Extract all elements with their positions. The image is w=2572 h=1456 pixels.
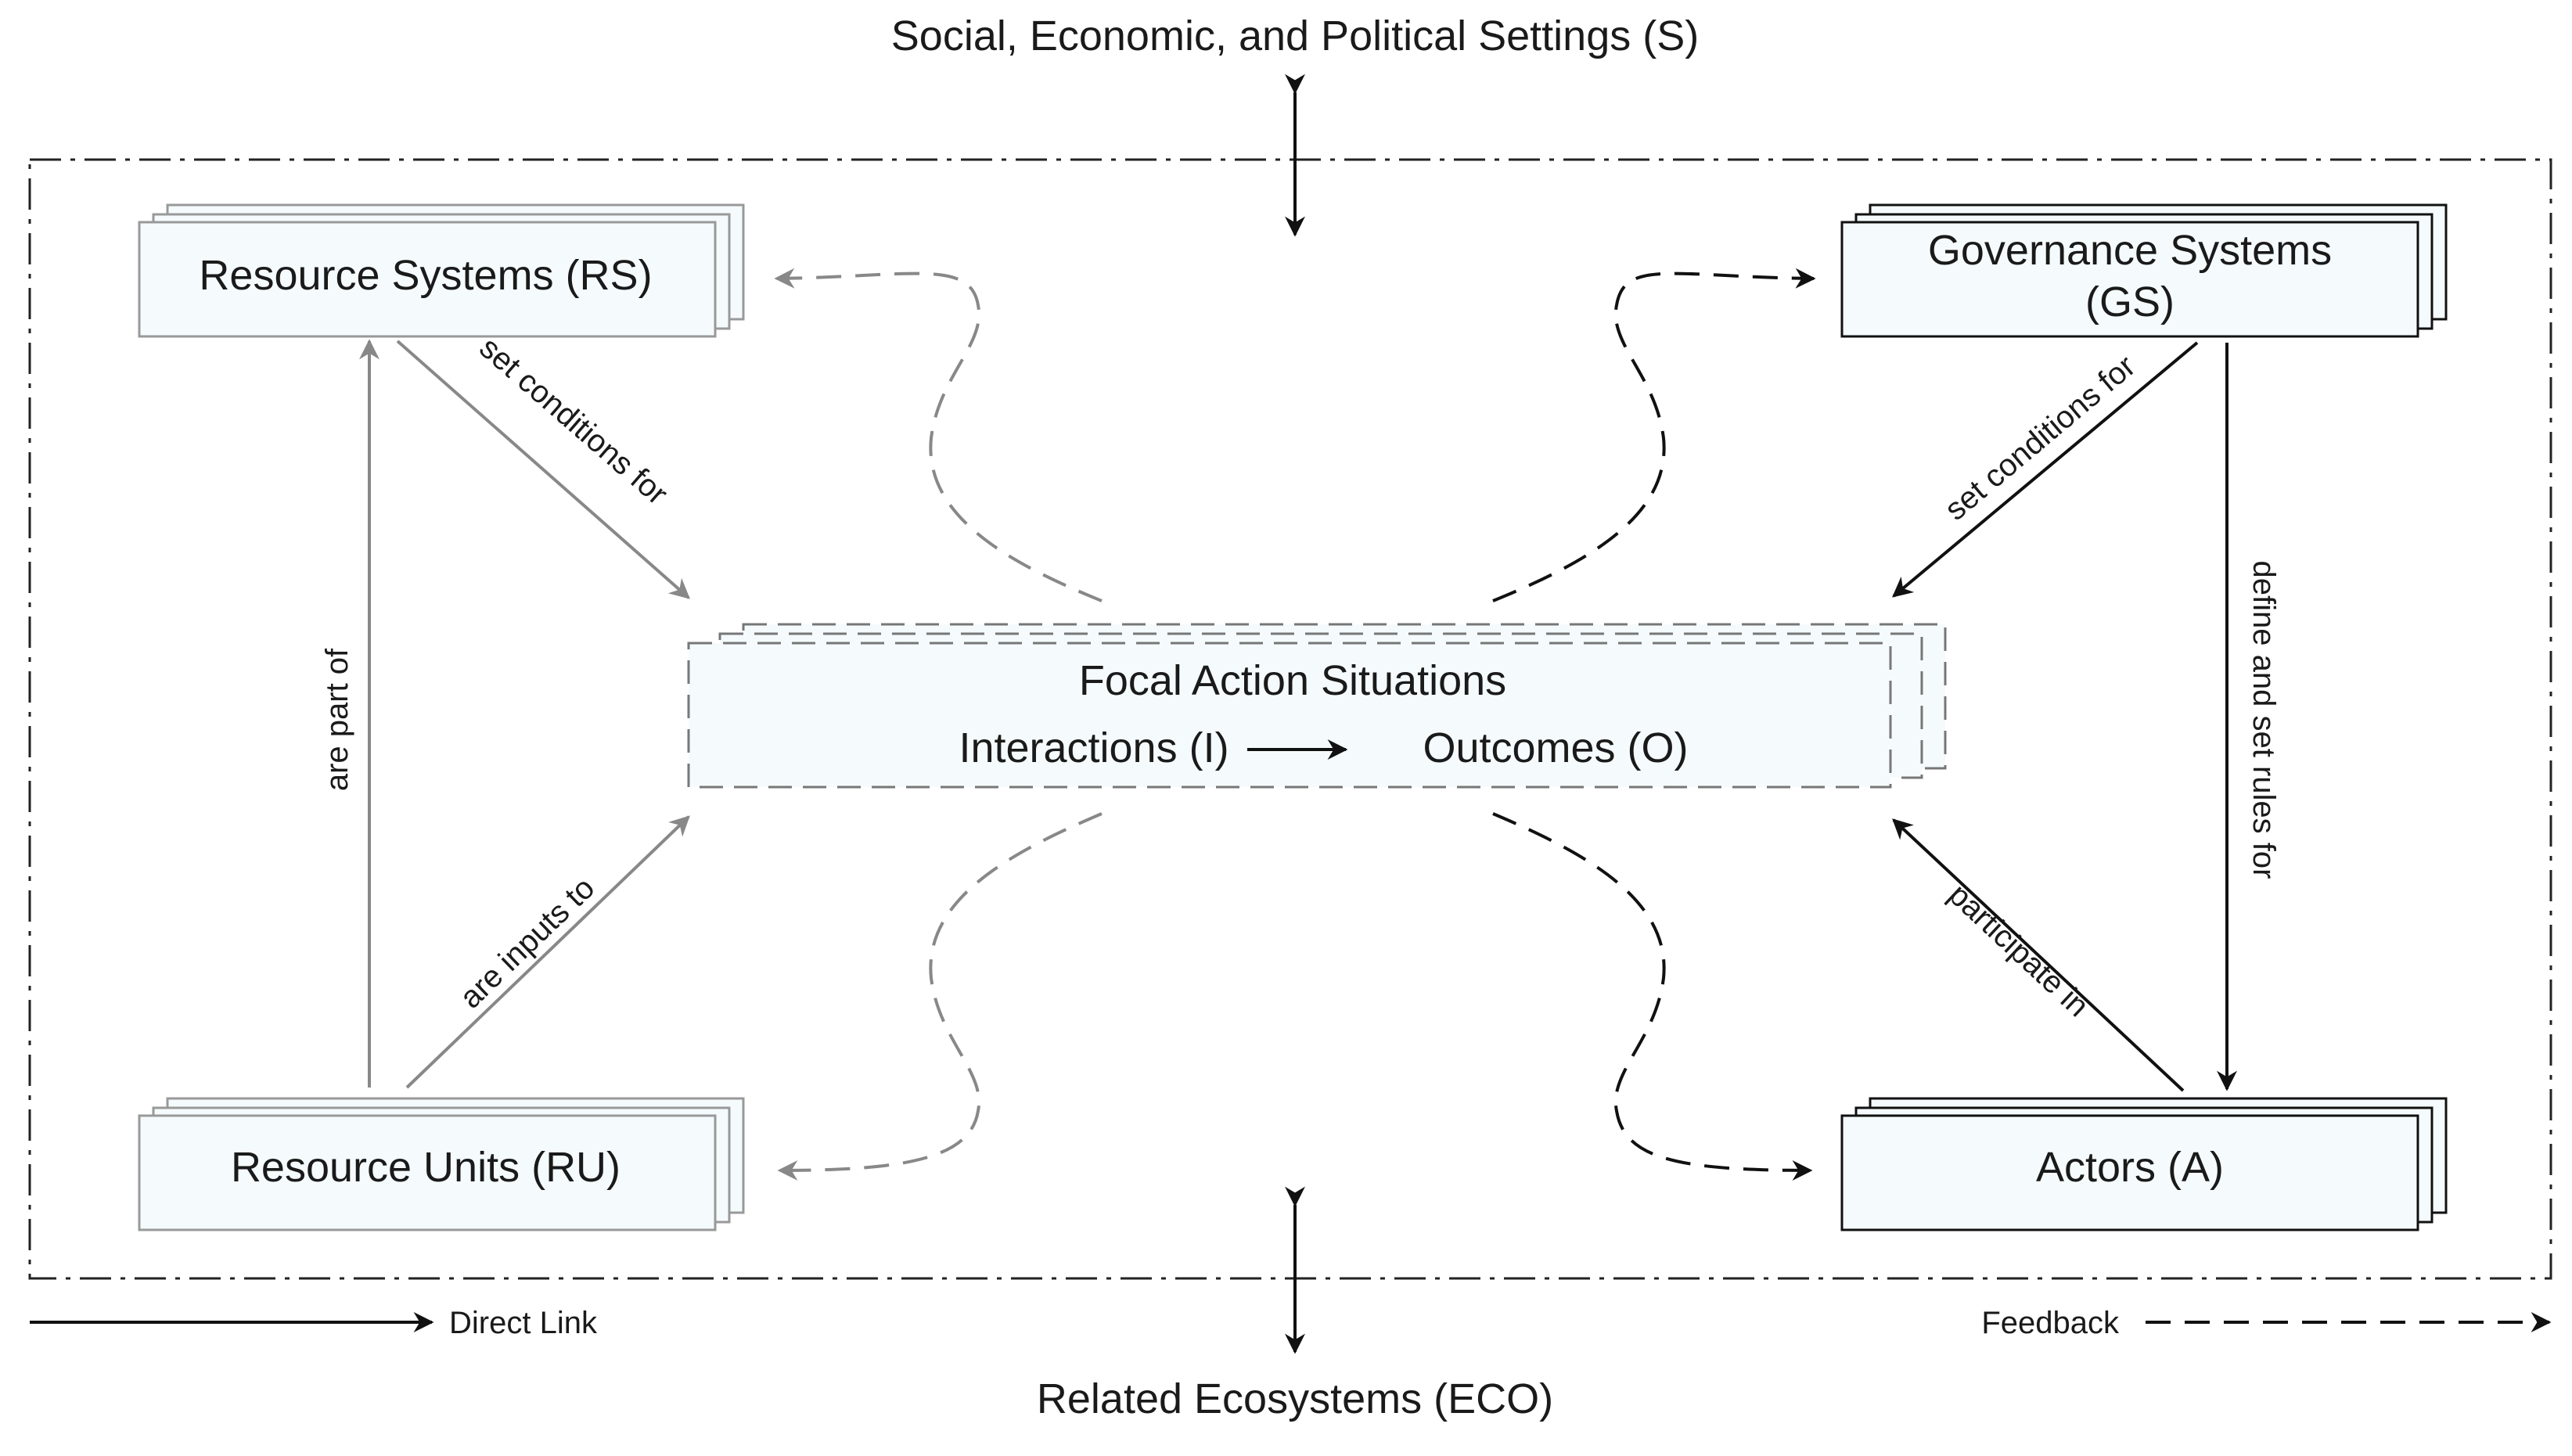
- focal-action-situations-box: Focal Action Situations Interactions (I)…: [687, 623, 1947, 789]
- social-economic-political-settings-label: Social, Economic, and Political Settings…: [891, 13, 1699, 59]
- outcomes-label: Outcomes (O): [1423, 724, 1688, 771]
- resource-systems-box: Resource Systems (RS): [138, 203, 745, 338]
- governance-systems-label-line2: (GS): [2085, 279, 2175, 325]
- feedback-to-ru-curve: [777, 812, 1103, 1181]
- interactions-label: Interactions (I): [959, 724, 1228, 771]
- actors-participate-label: participate in: [1942, 877, 2095, 1023]
- governance-systems-label-line1: Governance Systems: [1928, 227, 2332, 274]
- governance-systems-box: Governance Systems (GS): [1840, 203, 2448, 338]
- ru-part-of-rs-label: are part of: [320, 648, 354, 791]
- gs-sets-conditions-arrow: [1892, 341, 2199, 598]
- gs-sets-conditions-label: set conditions for: [1938, 349, 2142, 527]
- related-ecosystems-label: Related Ecosystems (ECO): [1037, 1375, 1553, 1422]
- resource-systems-label: Resource Systems (RS): [199, 252, 652, 299]
- rs-sets-conditions-label: set conditions for: [473, 330, 674, 512]
- feedback-to-gs-curve: [1492, 268, 1816, 602]
- rs-sets-conditions-arrow: [396, 340, 690, 599]
- actors-box: Actors (A): [1840, 1097, 2448, 1231]
- ru-inputs-label: are inputs to: [453, 871, 601, 1016]
- ru-inputs-arrow: [405, 815, 690, 1089]
- gs-define-rules-label: define and set rules for: [2246, 561, 2281, 879]
- feedback-to-actors-curve: [1492, 812, 1813, 1181]
- focal-action-situations-title: Focal Action Situations: [1079, 657, 1506, 704]
- actors-label: Actors (A): [2036, 1144, 2224, 1191]
- legend-feedback-label: Feedback: [1981, 1306, 2120, 1340]
- actors-participate-arrow: [1892, 818, 2185, 1092]
- feedback-to-rs-curve: [774, 268, 1103, 602]
- legend-direct-link-label: Direct Link: [449, 1306, 598, 1340]
- resource-units-label: Resource Units (RU): [231, 1144, 621, 1191]
- resource-units-box: Resource Units (RU): [138, 1097, 745, 1231]
